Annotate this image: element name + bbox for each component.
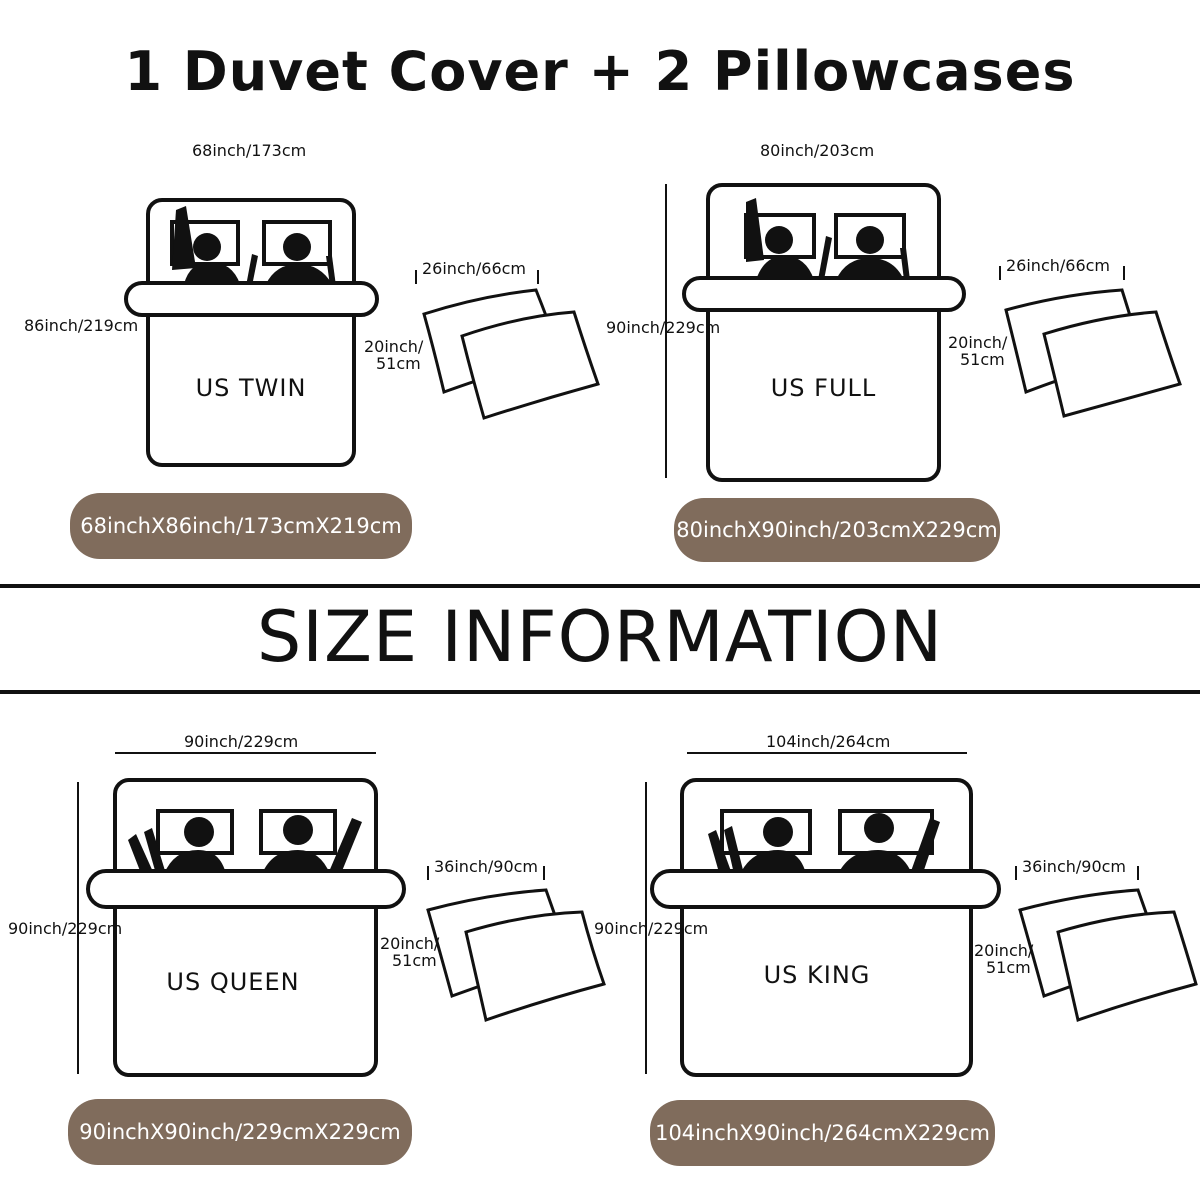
- twin-pillow-height-line2: 51cm: [376, 354, 421, 373]
- divider-top: [0, 584, 1200, 588]
- king-width-label: 104inch/264cm: [766, 732, 891, 751]
- full-width-label: 80inch/203cm: [760, 141, 875, 160]
- queen-height-label: 90inch/229cm: [8, 919, 123, 938]
- pillows-twin-icon: [422, 288, 600, 420]
- twin-pillow-width-label: 26inch/66cm: [422, 259, 527, 278]
- full-height-label: 90inch/229cm: [606, 318, 721, 337]
- twin-summary-badge: 68inchX86inch/173cmX219cm: [70, 493, 412, 559]
- divider-bottom: [0, 690, 1200, 694]
- pillows-full-icon: [1004, 288, 1182, 418]
- queen-pillow-width-label: 36inch/90cm: [434, 857, 539, 876]
- queen-size-name: US QUEEN: [166, 968, 300, 996]
- page-title: 1 Duvet Cover + 2 Pillowcases: [124, 40, 1076, 103]
- king-size-name: US KING: [763, 961, 871, 989]
- section-title: SIZE INFORMATION: [256, 596, 944, 678]
- pillows-king-icon: [1018, 888, 1198, 1022]
- queen-pillow-height-line2: 51cm: [392, 951, 437, 970]
- bed-full-icon: [682, 183, 966, 482]
- twin-size-name: US TWIN: [195, 374, 307, 402]
- full-pillow-height-line2: 51cm: [960, 350, 1005, 369]
- king-pillow-height-line2: 51cm: [986, 958, 1031, 977]
- bed-queen-icon: [86, 778, 406, 1077]
- queen-width-label: 90inch/229cm: [184, 732, 299, 751]
- pillows-queen-icon: [426, 888, 606, 1022]
- queen-pillow-height-line1: 20inch/: [380, 934, 440, 953]
- full-pillow-height-line1: 20inch/: [948, 333, 1008, 352]
- queen-pillow-height-label: 20inch/ 51cm: [380, 935, 439, 969]
- full-pillow-width-label: 26inch/66cm: [1006, 256, 1111, 275]
- queen-summary-badge: 90inchX90inch/229cmX229cm: [68, 1099, 412, 1165]
- pillow-width-marker-full: [999, 266, 1125, 280]
- king-height-label: 90inch/229cm: [594, 919, 709, 938]
- king-pillow-width-label: 36inch/90cm: [1022, 857, 1127, 876]
- twin-width-label: 68inch/173cm: [192, 141, 307, 160]
- full-summary-badge: 80inchX90inch/203cmX229cm: [674, 498, 1000, 562]
- pillow-width-marker-queen: [427, 866, 545, 880]
- pillow-width-marker-twin: [415, 270, 539, 284]
- bed-king-icon: [650, 778, 1001, 1077]
- full-size-name: US FULL: [770, 374, 877, 402]
- twin-pillow-height-line1: 20inch/: [364, 337, 424, 356]
- king-pillow-height-label: 20inch/ 51cm: [974, 942, 1033, 976]
- twin-height-label: 86inch/219cm: [24, 316, 139, 335]
- full-pillow-height-label: 20inch/ 51cm: [948, 334, 1007, 368]
- king-pillow-height-line1: 20inch/: [974, 941, 1034, 960]
- king-summary-badge: 104inchX90inch/264cmX229cm: [650, 1100, 995, 1166]
- pillow-width-marker-king: [1015, 866, 1139, 880]
- twin-pillow-height-label: 20inch/ 51cm: [364, 338, 423, 372]
- bed-twin-icon: [124, 198, 379, 467]
